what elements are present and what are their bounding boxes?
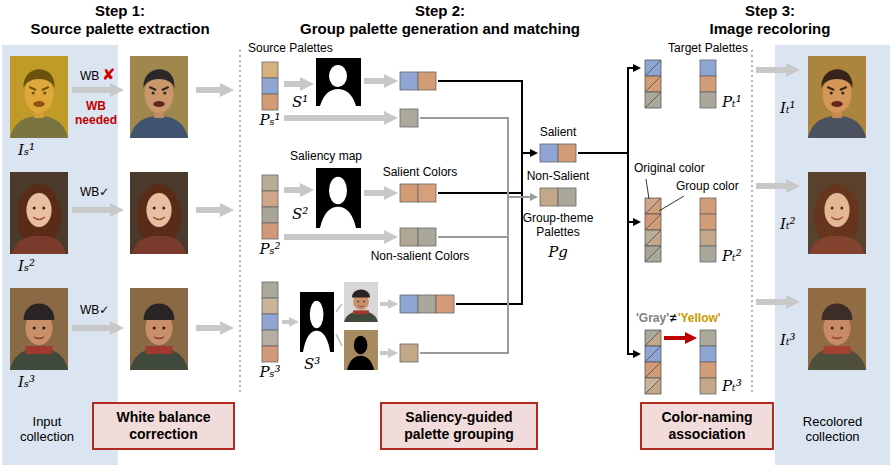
node-text: Saliency-guided palette grouping [390,409,528,443]
original-group-swatch [645,60,661,394]
merge-line-salient [438,67,634,355]
annotation-label: WB✓ [80,186,109,200]
source-palette [262,62,278,362]
symbol-label: Iₛ³ [18,374,35,391]
photo-recolored [808,56,866,370]
annotation-label: Group-theme Palettes [516,212,600,240]
node-text: Color-naming association [650,409,764,443]
annotation-label: Salient [540,126,577,140]
annotation-label: Target Palettes [668,42,748,56]
step-heading: Group palette generation and matching [300,20,580,37]
step-heading: Image recoloring [710,20,831,37]
dotted-separator [240,50,752,395]
symbol-label: Pₛ² [259,241,280,258]
target-palette [700,60,716,394]
method-box: Color-naming association [640,402,774,450]
annotation-label: WB [80,70,99,84]
symbol-label: Pₛ³ [259,364,280,381]
annotation-label: Saliency map [290,150,362,164]
node-text: Input collection [8,414,86,445]
step-heading: Source palette extraction [30,20,209,37]
annotation-label: WB✓ [80,304,109,318]
not-equal-sign: ≠ [670,312,677,326]
symbol-label: S² [292,206,308,223]
symbol-label: Iₜ³ [780,332,796,349]
symbol-label: S³ [304,356,320,373]
symbol-label: Pₜ³ [722,378,742,395]
annotation-label: Source Palettes [248,42,333,56]
color-name-label: 'Yellow' [678,312,721,326]
cross-mark: ✘ [102,66,115,84]
mismatch-arrow [664,338,686,339]
annotation-label: Non-Salient [527,170,590,184]
node-text: White balance correction [102,409,225,443]
annotation-label: Salient Colors [383,166,458,180]
method-box: White balance correction [92,402,235,450]
warning-label: WB needed [71,100,121,128]
symbol-label: Pₜ² [722,248,742,265]
saliency-split-image [344,282,378,370]
symbol-label: Pₜ¹ [722,94,742,111]
merge-line-non-salient [420,117,531,354]
symbol-label: S¹ [292,94,308,111]
symbol-label: Pg [548,244,568,261]
step-heading: Step 3: [745,2,795,19]
method-box: Saliency-guided palette grouping [380,402,538,450]
symbol-label: Iₜ¹ [780,100,796,117]
symbol-label: Iₜ² [780,216,796,233]
step-heading: Step 1: [95,2,145,19]
photo-white-balanced [130,56,188,370]
annotation-label: Original color [634,162,705,176]
symbol-label: Iₛ² [18,258,35,275]
color-name-label: 'Gray' [636,312,669,326]
annotation-label: Group color [676,180,739,194]
flow-arrow [72,70,788,328]
annotation-label: Non-salient Colors [371,250,470,264]
symbol-label: Iₛ¹ [18,142,35,159]
photo-input [10,56,68,370]
step-heading: Step 2: [415,2,465,19]
symbol-label: Pₛ¹ [259,112,280,129]
node-text: Recolored collection [794,414,872,445]
